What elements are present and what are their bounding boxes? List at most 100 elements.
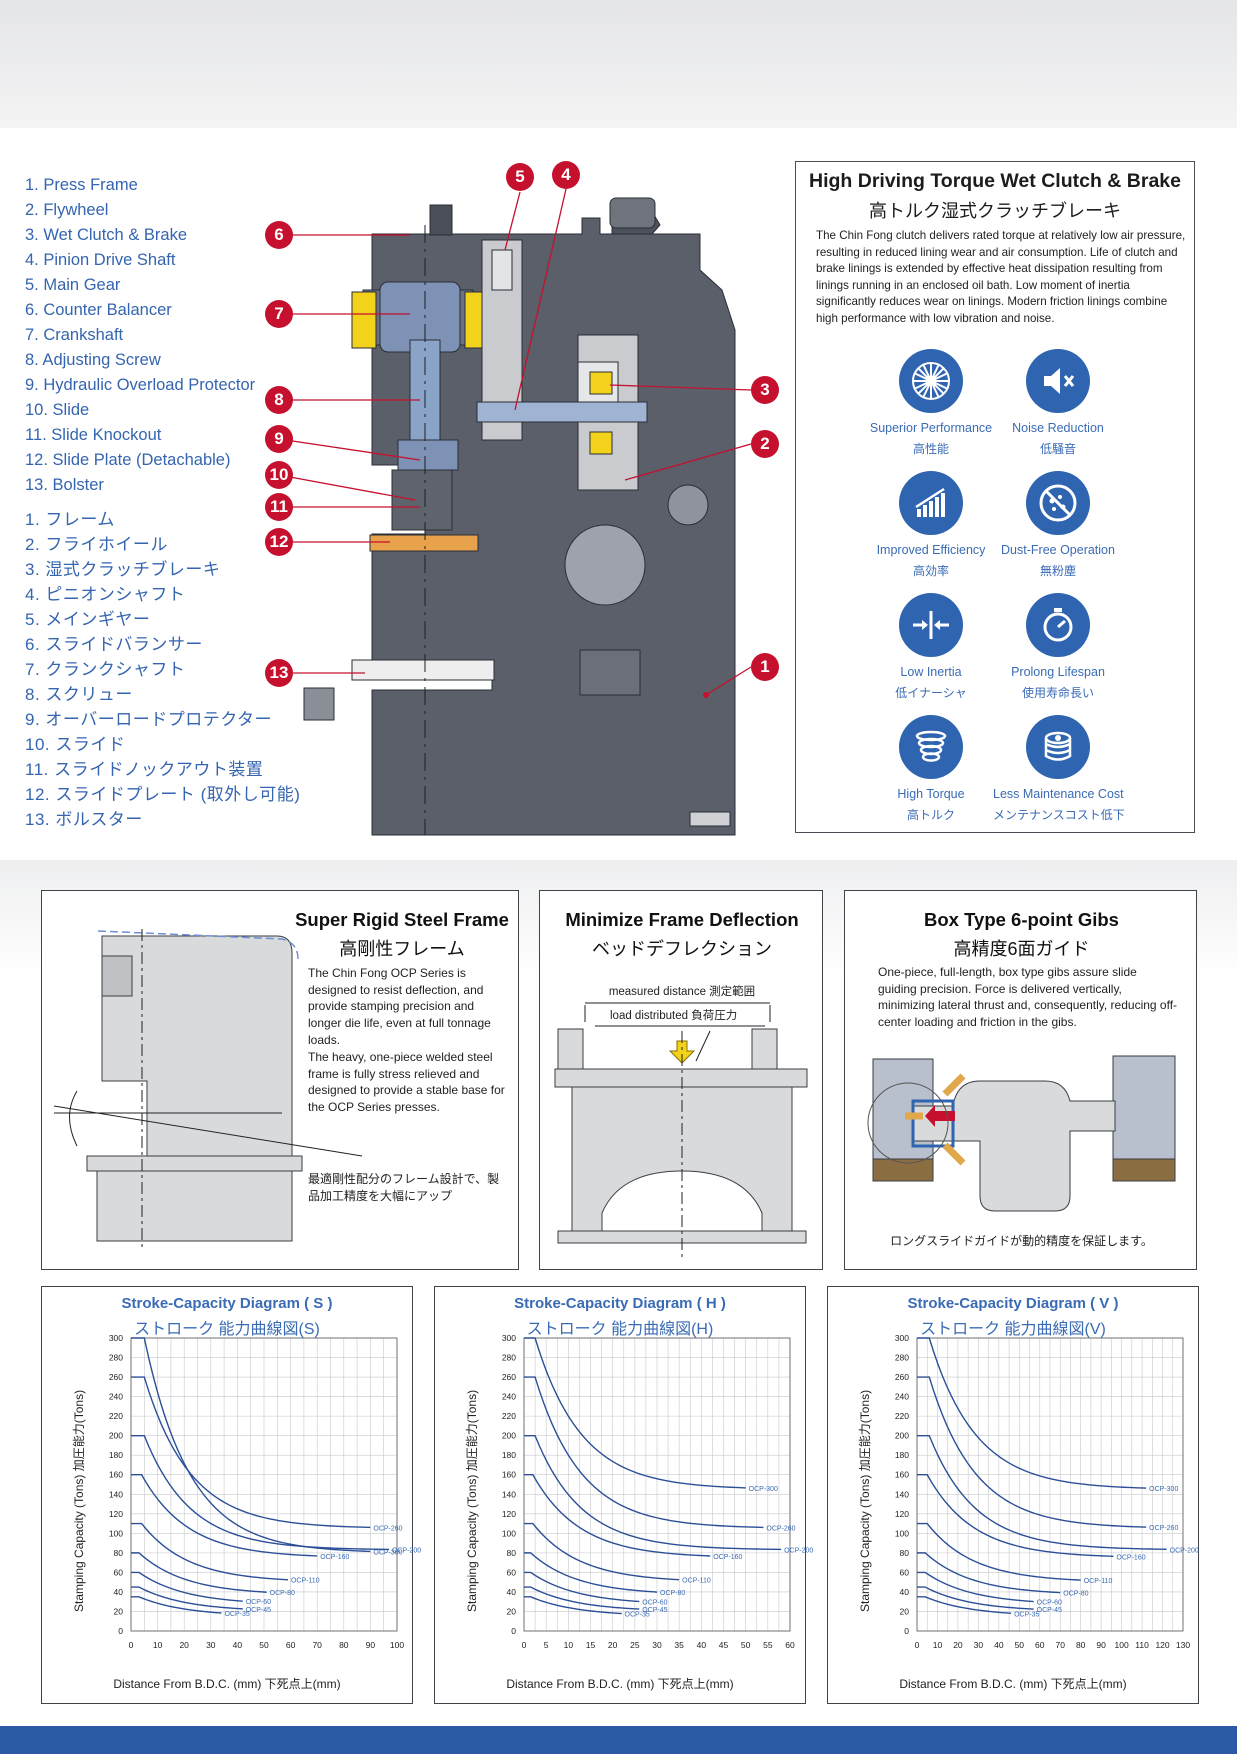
x-tick-label: 45 [719,1640,729,1650]
frame-title-ja: 高剛性フレーム [339,939,465,959]
series-line-ocp-45 [524,1586,640,1610]
part-item-ja: 6. スライドバランサー [25,635,203,654]
x-tick-label: 20 [953,1640,963,1650]
y-tick-label: 240 [895,1392,909,1402]
series-label: OCP-200 [784,1547,813,1554]
bed-deflection-illustration [554,1002,808,1261]
chart-title: Stroke-Capacity Diagram ( H ) [514,1295,726,1312]
y-tick-label: 180 [895,1450,909,1460]
feature-improved-efficiency: Improved Efficiency 高効率 [866,471,996,579]
clutch-feature-box: High Driving Torque Wet Clutch & Brake 高… [795,161,1195,833]
y-tick-label: 100 [502,1528,516,1538]
callout-7: 7 [265,300,293,328]
chart-plot-area: 0204060801001201401601802002202402602803… [502,1333,814,1650]
part-item: 8. Adjusting Screw [25,351,161,369]
chart-plot-area: 0204060801001201401601802002202402602803… [109,1333,421,1650]
y-tick-label: 260 [895,1372,909,1382]
y-tick-label: 280 [895,1353,909,1363]
header-band [0,0,1237,130]
feature-label-ja: 使用寿命長い [1021,686,1094,700]
chart-plot-area: 0204060801001201401601802002202402602803… [895,1333,1199,1650]
y-tick-label: 280 [502,1353,516,1363]
gibs-description: One-piece, full-length, box type gibs as… [878,965,1178,1030]
x-tick-label: 10 [153,1640,163,1650]
series-label: OCP-110 [291,1578,320,1585]
gibs-title-ja: 高精度6面ガイド [953,939,1090,959]
no-dust-icon [1026,471,1090,535]
x-tick-label: 15 [586,1640,596,1650]
series-line-ocp-260 [524,1376,764,1529]
feature-label-ja: メンテナンスコスト低下 [993,808,1125,822]
series-line-ocp-200 [524,1434,782,1551]
y-tick-label: 60 [114,1567,124,1577]
parts-list-en: 1. Press Frame 2. Flywheel 3. Wet Clutch… [25,173,255,498]
y-tick-label: 260 [502,1372,516,1382]
y-tick-label: 120 [895,1509,909,1519]
series-line-ocp-110 [131,1522,289,1581]
x-tick-label: 60 [1035,1640,1045,1650]
deflection-title-ja: ベッドデフレクション [592,939,772,959]
part-item-ja: 4. ピニオンシャフト [25,585,186,604]
y-tick-label: 300 [502,1333,516,1343]
series-line-ocp-80 [131,1552,267,1593]
y-tick-label: 140 [109,1489,123,1499]
series-label: OCP-110 [1084,1578,1113,1585]
feature-superior-performance: Superior Performance 高性能 [866,349,996,457]
y-tick-label: 300 [895,1333,909,1343]
feature-label-ja: 無粉塵 [1039,564,1076,578]
gibs-title: Box Type 6-point Gibs [924,909,1119,930]
x-tick-label: 90 [366,1640,376,1650]
clutch-title-ja: 高トルク湿式クラッチブレーキ [869,201,1121,221]
y-tick-label: 60 [507,1567,517,1577]
part-item: 4. Pinion Drive Shaft [25,251,176,269]
y-tick-label: 240 [109,1392,123,1402]
feature-label-ja: 高効率 [912,564,949,578]
series-label: OCP-35 [1014,1611,1039,1618]
series-line-ocp-300 [131,1337,371,1553]
feature-label: Improved Efficiency [876,543,986,557]
callout-8: 8 [265,386,293,414]
feature-noise-reduction: Noise Reduction 低騒音 [993,349,1123,457]
chart-y-axis-label: Stamping Capacity (Tons) 加圧能力(Tons) [858,1389,872,1612]
parts-list-ja: 1. フレーム 2. フライホイール 3. 湿式クラッチブレーキ 4. ピニオン… [25,507,300,832]
feature-label-ja: 低騒音 [1039,442,1076,456]
x-tick-label: 60 [785,1640,795,1650]
x-tick-label: 5 [544,1640,549,1650]
y-tick-label: 160 [109,1470,123,1480]
y-tick-label: 80 [900,1548,910,1558]
y-tick-label: 20 [507,1606,517,1616]
series-label: OCP-300 [1149,1486,1178,1493]
part-item: 9. Hydraulic Overload Protector [25,376,256,394]
series-label: OCP-60 [246,1599,271,1606]
x-tick-label: 25 [630,1640,640,1650]
series-label: OCP-260 [766,1525,795,1532]
x-tick-label: 80 [1076,1640,1086,1650]
y-tick-label: 100 [109,1528,123,1538]
series-line-ocp-300 [917,1337,1147,1489]
series-label: OCP-80 [270,1590,295,1597]
inward-arrows-icon [899,593,963,657]
series-label: OCP-200 [1170,1547,1199,1554]
series-line-ocp-45 [917,1586,1034,1610]
load-distributed-label: load distributed 負荷圧力 [610,1010,738,1022]
stroke-capacity-chart-h: Stroke-Capacity Diagram ( H ) ストローク 能力曲線… [434,1286,814,1704]
series-line-ocp-45 [131,1586,244,1610]
x-tick-label: 50 [259,1640,269,1650]
y-tick-label: 240 [502,1392,516,1402]
y-tick-label: 220 [895,1411,909,1421]
series-label: OCP-260 [373,1525,402,1532]
x-tick-label: 10 [564,1640,574,1650]
y-tick-label: 80 [507,1548,517,1558]
part-item: 5. Main Gear [25,276,121,294]
x-tick-label: 35 [674,1640,684,1650]
part-item: 13. Bolster [25,476,104,494]
x-tick-label: 50 [1015,1640,1025,1650]
feature-label: Less Maintenance Cost [993,787,1124,801]
y-tick-label: 120 [502,1509,516,1519]
feature-label-ja: 高トルク [906,808,955,822]
x-tick-label: 30 [206,1640,216,1650]
series-line-ocp-35 [524,1596,623,1615]
x-tick-label: 40 [233,1640,243,1650]
y-tick-label: 300 [109,1333,123,1343]
spring-coil-icon [899,715,963,779]
